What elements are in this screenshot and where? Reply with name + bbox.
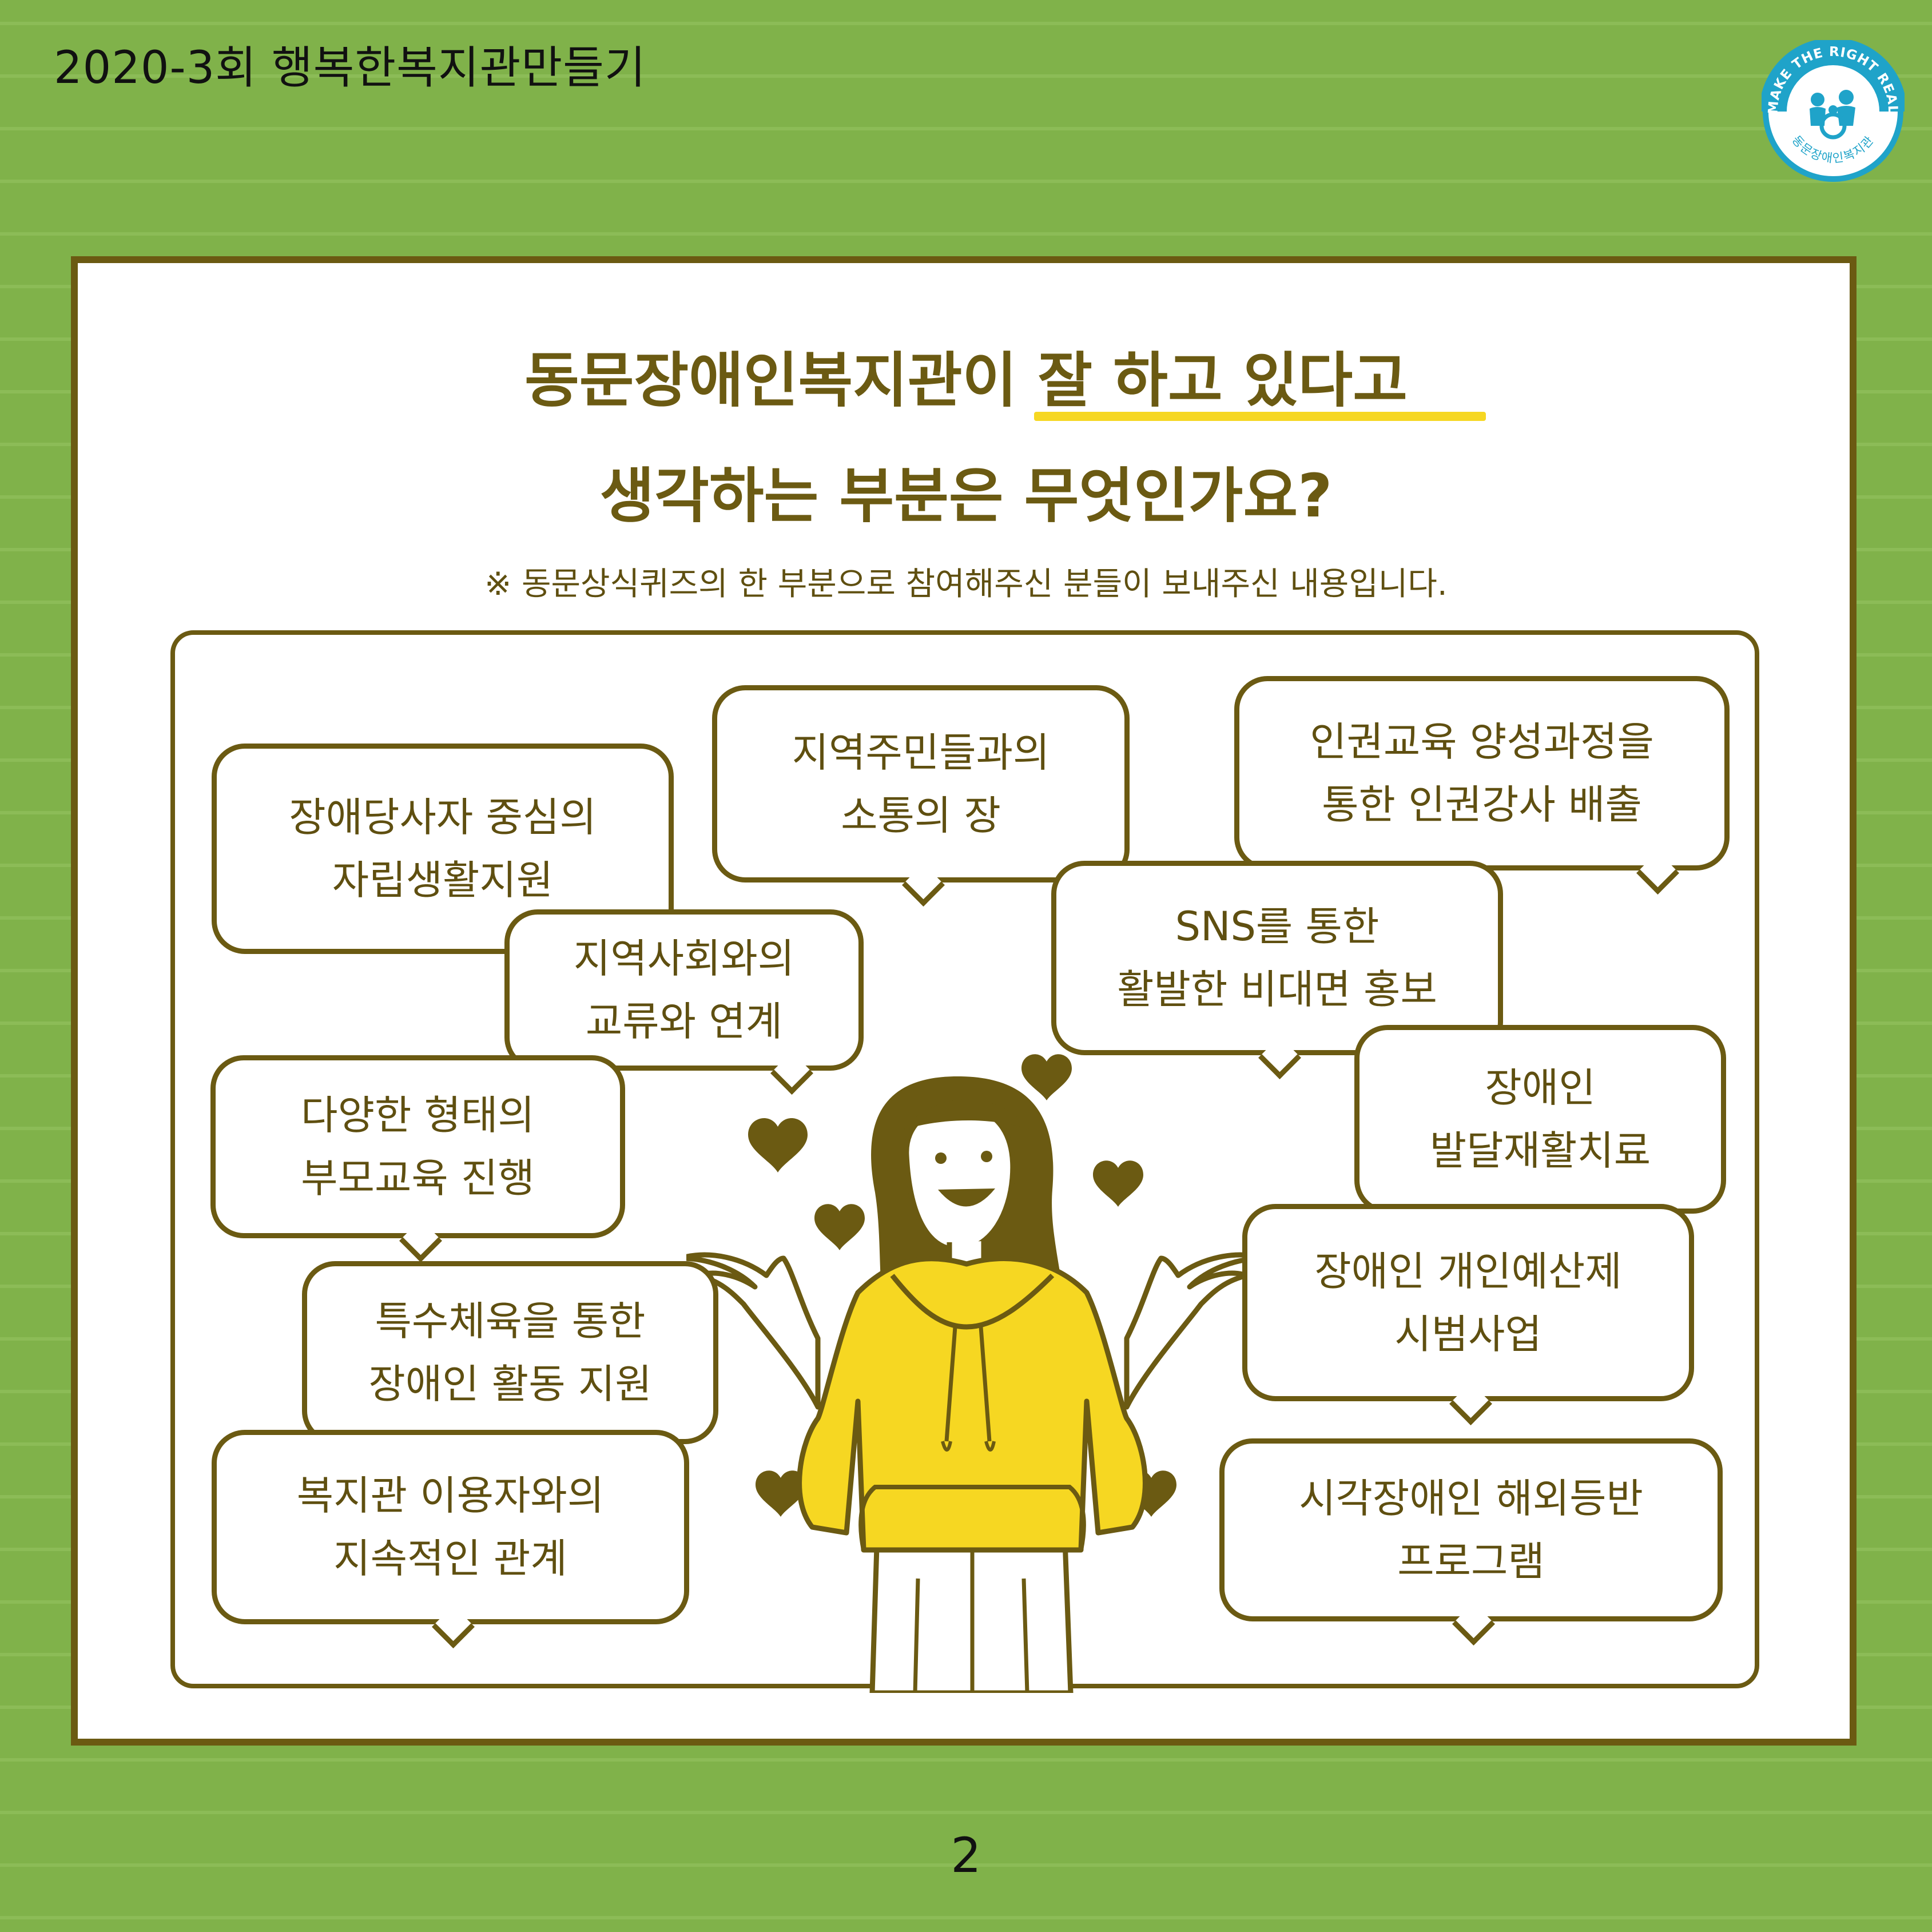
speech-bubble-sns-promotion: SNS를 통한 활발한 비대면 홍보	[1051, 861, 1503, 1055]
bubble-line-1: 다양한 형태의	[301, 1092, 535, 1139]
bubble-line-1: 시각장애인 해외등반	[1299, 1475, 1643, 1522]
bubble-line-2: 발달재활치료	[1429, 1127, 1651, 1174]
bubble-line-2: 자립생활지원	[332, 857, 554, 904]
bubble-line-2: 프로그램	[1397, 1538, 1545, 1585]
woman-shrugging-with-hearts-icon	[686, 1054, 1258, 1693]
speech-bubble-developmental-rehab: 장애인 발달재활치료	[1354, 1025, 1726, 1214]
headline-highlight-underline	[1034, 412, 1486, 421]
bubble-line-2: 장애인 활동 지원	[368, 1361, 652, 1408]
bubble-line-1: 특수체육을 통한	[375, 1298, 646, 1345]
speech-bubble-special-sports: 특수체육을 통한 장애인 활동 지원	[302, 1261, 718, 1444]
people-emblem-icon	[1810, 90, 1855, 140]
bubble-line-2: 부모교육 진행	[301, 1155, 535, 1202]
bubble-line-1: 장애인 개인예산제	[1314, 1247, 1622, 1295]
bubble-line-1: 장애인	[1485, 1064, 1596, 1111]
note: ※ 동문상식퀴즈의 한 부분으로 참여해주신 분들이 보내주신 내용입니다.	[484, 566, 1448, 603]
logo: MAKE THE RIGHT REAL 동문장애인복지관	[1762, 40, 1905, 182]
speech-bubble-overseas-climbing: 시각장애인 해외등반 프로그램	[1219, 1438, 1723, 1621]
bubble-line-1: 복지관 이용자와의	[296, 1472, 605, 1519]
bubble-line-1: SNS를 통한	[1175, 903, 1380, 950]
bubble-line-1: 지역사회와의	[573, 935, 795, 982]
bubble-line-2: 시범사업	[1394, 1310, 1542, 1358]
bubble-line-1: 인권교육 양성과정을	[1310, 718, 1654, 765]
bubble-line-2: 소통의 장	[841, 792, 1001, 839]
speech-bubble-parent-education: 다양한 형태의 부모교육 진행	[210, 1055, 625, 1238]
speech-bubble-personal-budget: 장애인 개인예산제 시범사업	[1242, 1204, 1694, 1401]
bubble-line-2: 지속적인 관계	[333, 1535, 567, 1582]
bubble-line-2: 활발한 비대면 홍보	[1117, 966, 1437, 1013]
speech-bubble-community-communication: 지역주민들과의 소통의 장	[712, 685, 1130, 882]
speech-bubble-user-relationship: 복지관 이용자와의 지속적인 관계	[212, 1430, 689, 1624]
bubble-line-2: 교류와 연계	[585, 998, 783, 1045]
bubble-line-1: 장애당사자 중심의	[289, 794, 597, 841]
bubble-line-1: 지역주민들과의	[792, 729, 1050, 776]
headline-highlight: 잘 하고 있다고	[1037, 345, 1408, 415]
page-number: 2	[951, 1827, 981, 1883]
series-title: 2020-3회 행복한복지관만들기	[54, 42, 646, 94]
bubble-line-2: 통한 인권강사 배출	[1322, 781, 1642, 828]
headline-line-1: 동문장애인복지관이 잘 하고 있다고	[0, 332, 1932, 418]
headline-part-1: 동문장애인복지관이	[524, 345, 1038, 415]
speech-bubble-local-exchange: 지역사회와의 교류와 연계	[504, 909, 864, 1071]
headline-line-2: 생각하는 부분은 무엇인가요?	[599, 461, 1333, 531]
speech-bubble-human-rights-education: 인권교육 양성과정을 통한 인권강사 배출	[1234, 676, 1730, 870]
